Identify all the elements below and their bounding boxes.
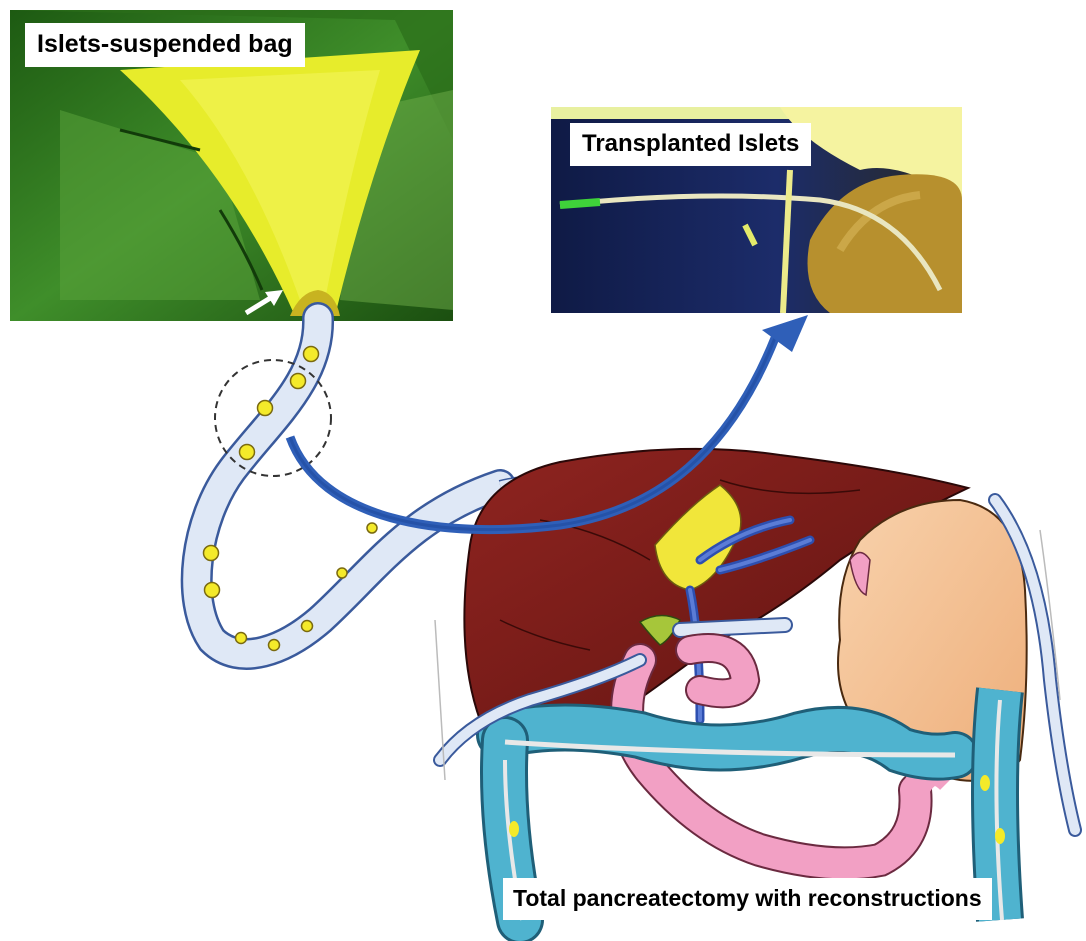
surgery-label: Total pancreatectomy with reconstruction… (503, 878, 992, 920)
pancreatectomy-illustration (435, 449, 1075, 920)
transplanted-islets-label: Transplanted Islets (570, 123, 811, 166)
islets-bag-label: Islets-suspended bag (25, 23, 305, 67)
